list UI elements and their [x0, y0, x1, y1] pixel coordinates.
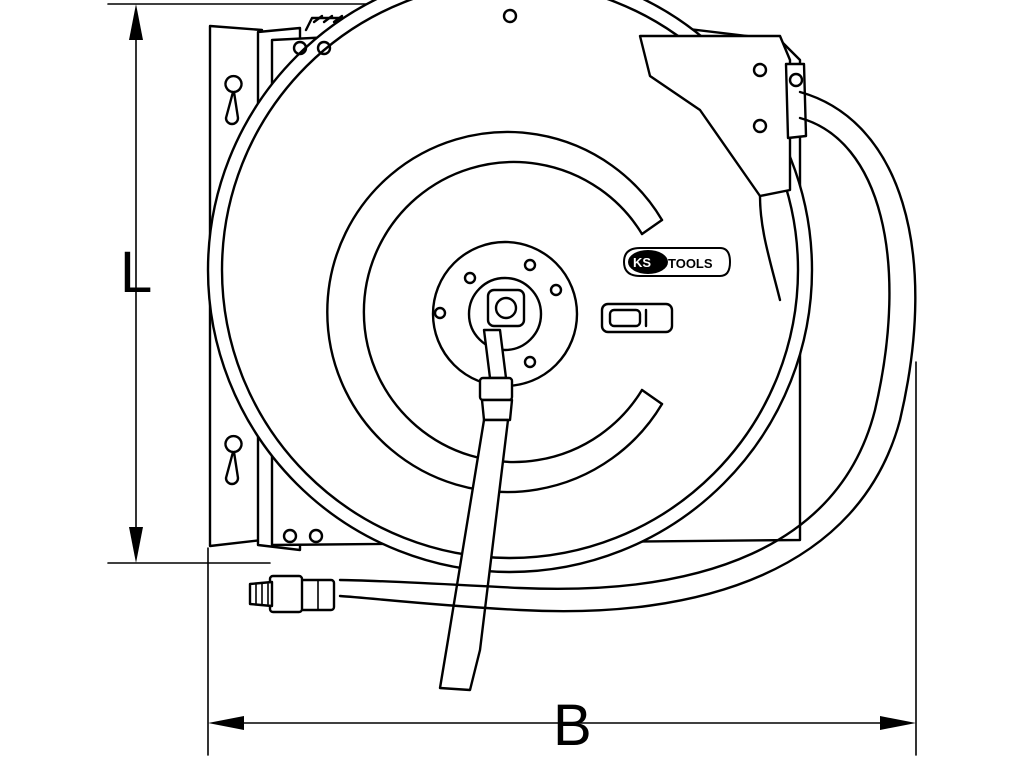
housing-screws	[282, 8, 518, 544]
hose-end-fitting	[248, 574, 336, 614]
brand-logo: KS TOOLS	[622, 247, 732, 277]
height-label: L	[120, 240, 152, 305]
hose-inner	[438, 328, 514, 692]
width-dimension	[207, 361, 917, 756]
latch	[600, 302, 674, 334]
width-label: B	[553, 693, 592, 758]
hose-outer	[338, 90, 917, 613]
brand-suffix: TOOLS	[668, 256, 713, 271]
drum-spiral	[326, 130, 664, 494]
hub	[431, 240, 579, 388]
brand-prefix: KS	[633, 255, 651, 270]
side-bracket	[638, 34, 808, 198]
